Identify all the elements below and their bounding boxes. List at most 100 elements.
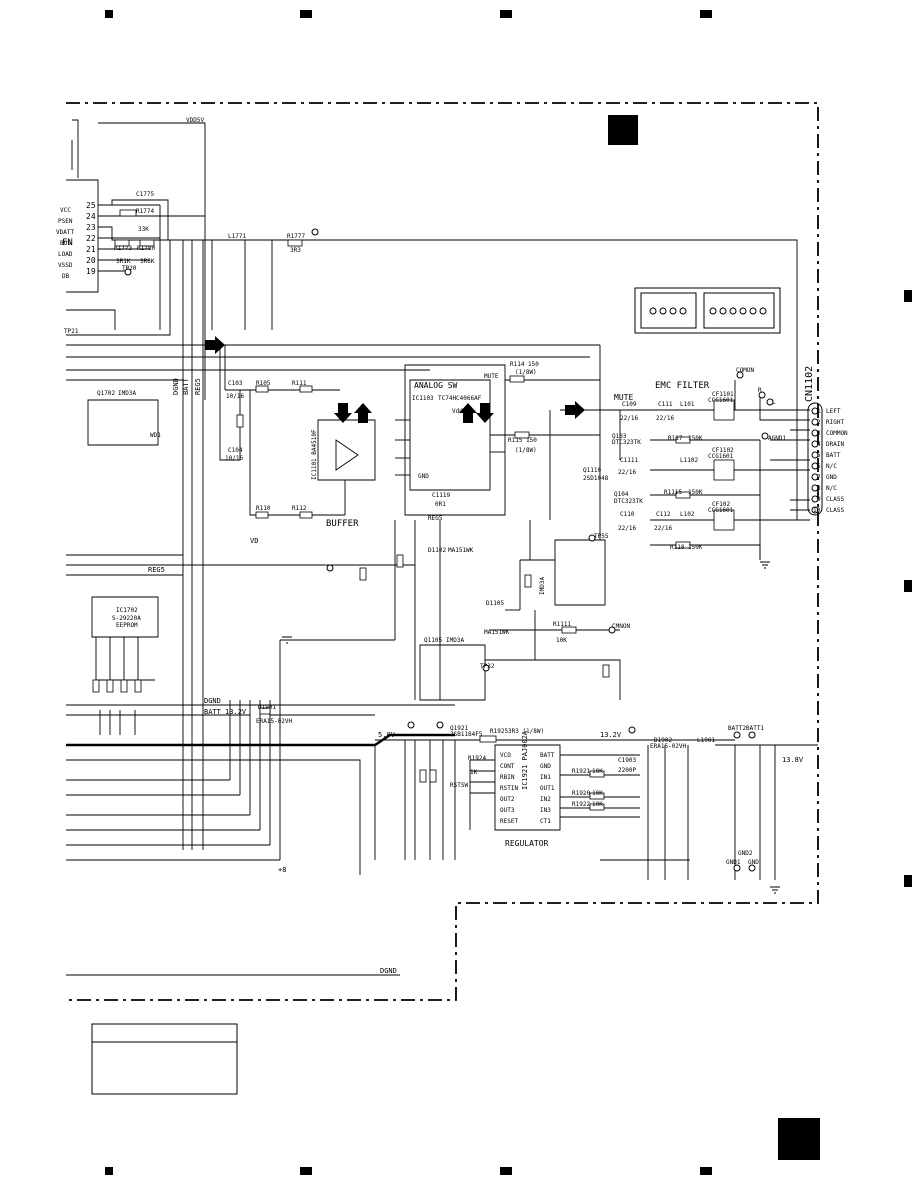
label-r110: R110 xyxy=(256,505,271,512)
right-arrow-icon xyxy=(565,401,585,419)
label-tp21: TP21 xyxy=(64,328,79,335)
label-r1773: R1773 xyxy=(114,245,132,252)
svg-text:8: 8 xyxy=(817,485,821,492)
label-c112: C112 xyxy=(656,511,671,518)
svg-text:CLASS: CLASS xyxy=(826,496,844,503)
registration-marks xyxy=(105,10,912,1175)
label-q1110: Q1110 xyxy=(583,467,601,474)
up-arrow-icon xyxy=(459,403,477,423)
label-q103: Q103 xyxy=(612,433,627,440)
right-arrow-icon xyxy=(205,336,225,354)
label-d1901: D1901 xyxy=(258,704,276,711)
label-d1901-type: ERA15-02VH xyxy=(256,718,293,725)
svg-text:LEFT: LEFT xyxy=(826,408,841,415)
label-r1774: R1774 xyxy=(136,208,154,215)
label-ic1702: IC1702 xyxy=(116,607,138,614)
label-r1922-value: 10K xyxy=(592,801,603,808)
label-c104-value: 10/16 xyxy=(225,455,243,462)
label-r114-value: (1/8W) xyxy=(515,369,537,376)
label-mute-top: MUTE xyxy=(484,373,499,380)
label-r1922: R1922 xyxy=(572,801,590,808)
svg-text:25: 25 xyxy=(86,201,96,210)
label-c104: C104 xyxy=(228,447,243,454)
left-ic-pins: 25 VCC 24 PSEN 23 VDATT 22 BUS 21 LOAD 2… xyxy=(56,201,96,280)
svg-text:9: 9 xyxy=(817,496,821,503)
svg-text:RSTIN: RSTIN xyxy=(500,785,518,792)
label-dgnd2: DGND xyxy=(204,697,221,705)
label-sr6k: SR6K xyxy=(140,258,155,265)
label-r1920-value: 10K xyxy=(592,790,603,797)
label-vdd: Vdd xyxy=(452,408,463,415)
label-d1105-type: MA151WK xyxy=(484,629,510,636)
label-r112: R112 xyxy=(292,505,307,512)
label-c1111-value: 22/16 xyxy=(618,469,636,476)
label-c1119-value: 0R1 xyxy=(435,501,446,508)
label-sr1k: SR1K xyxy=(116,258,131,265)
label-dgnd3: DGND xyxy=(380,967,397,975)
label-r117: R117 xyxy=(668,435,683,442)
label-r115: R115 150 xyxy=(508,437,537,444)
label-emc-filter: EMC FILTER xyxy=(655,381,710,391)
svg-text:BATT: BATT xyxy=(826,452,841,459)
label-batt1: BATT1 xyxy=(746,725,764,732)
label-reg5c: REG5 xyxy=(148,566,165,574)
svg-text:IN2: IN2 xyxy=(540,796,551,803)
svg-text:OUT3: OUT3 xyxy=(500,807,515,814)
down-arrow-icon xyxy=(476,403,494,423)
section-marker-bottom xyxy=(778,1118,820,1160)
label-q1702: Q1702 xyxy=(97,390,115,397)
label-d1902-type: ERA15-02VH xyxy=(650,743,687,750)
label-ic1103-type: TC74HC4066AF xyxy=(438,395,482,402)
label-regulator: REGULATOR xyxy=(505,839,549,848)
label-batt: BATT xyxy=(182,377,190,395)
label-c1903-value: 2200P xyxy=(618,767,636,774)
label-l: L xyxy=(772,399,776,406)
cn1102-pins xyxy=(807,402,823,516)
svg-text:7: 7 xyxy=(817,474,821,481)
label-tp20: TP20 xyxy=(122,265,137,272)
label-c110: C110 xyxy=(620,511,635,518)
label-r: R xyxy=(758,387,762,394)
label-r117-value: 150K xyxy=(688,435,703,442)
label-q104-type: DTC323TK xyxy=(614,498,643,505)
label-c110-value: 22/16 xyxy=(618,525,636,532)
svg-text:6: 6 xyxy=(817,463,821,470)
test-points xyxy=(124,228,774,872)
svg-text:BUS: BUS xyxy=(60,240,71,247)
down-arrow-icon xyxy=(334,403,352,423)
label-gnd-l: GND xyxy=(748,859,759,866)
svg-text:4: 4 xyxy=(817,441,821,448)
svg-text:RESET: RESET xyxy=(500,818,518,825)
label-c1119: C1119 xyxy=(432,492,450,499)
label-r1777-value: 3R3 xyxy=(290,247,301,254)
label-r111: R111 xyxy=(292,380,307,387)
label-r1925: R1925 xyxy=(490,728,508,735)
label-c103-value: 10/16 xyxy=(226,393,244,400)
wiring xyxy=(66,119,818,976)
svg-text:CT1: CT1 xyxy=(540,818,551,825)
label-r1920: R1920 xyxy=(572,790,590,797)
svg-text:21: 21 xyxy=(86,245,96,254)
svg-text:VDATT: VDATT xyxy=(56,229,74,236)
label-gnd: GND xyxy=(418,473,429,480)
label-q1105-type: IMD3A xyxy=(446,637,464,644)
regulator-pins-right: BATT GND IN1 OUT1 IN2 IN3 CT1 xyxy=(540,752,555,825)
svg-text:CLASS: CLASS xyxy=(826,507,844,514)
label-rstsw: RSTSW xyxy=(450,782,468,789)
components xyxy=(92,209,735,811)
label-r115-value: (1/8W) xyxy=(515,447,537,454)
ground-symbols xyxy=(282,561,780,894)
label-r1925-value: 3R3 (1/8W) xyxy=(508,728,544,735)
label-q1921: Q1921 xyxy=(450,725,468,732)
svg-text:IN1: IN1 xyxy=(540,774,551,781)
label-cf1101: CF1101 xyxy=(712,391,734,398)
svg-text:20: 20 xyxy=(86,256,96,265)
label-r114: R114 150 xyxy=(510,361,539,368)
svg-text:VCO: VCO xyxy=(500,752,511,759)
svg-text:3: 3 xyxy=(817,430,821,437)
label-cf1102: CF1102 xyxy=(712,447,734,454)
svg-text:OUT2: OUT2 xyxy=(500,796,515,803)
label-r105: R105 xyxy=(256,380,271,387)
up-arrow-icon xyxy=(354,403,372,423)
